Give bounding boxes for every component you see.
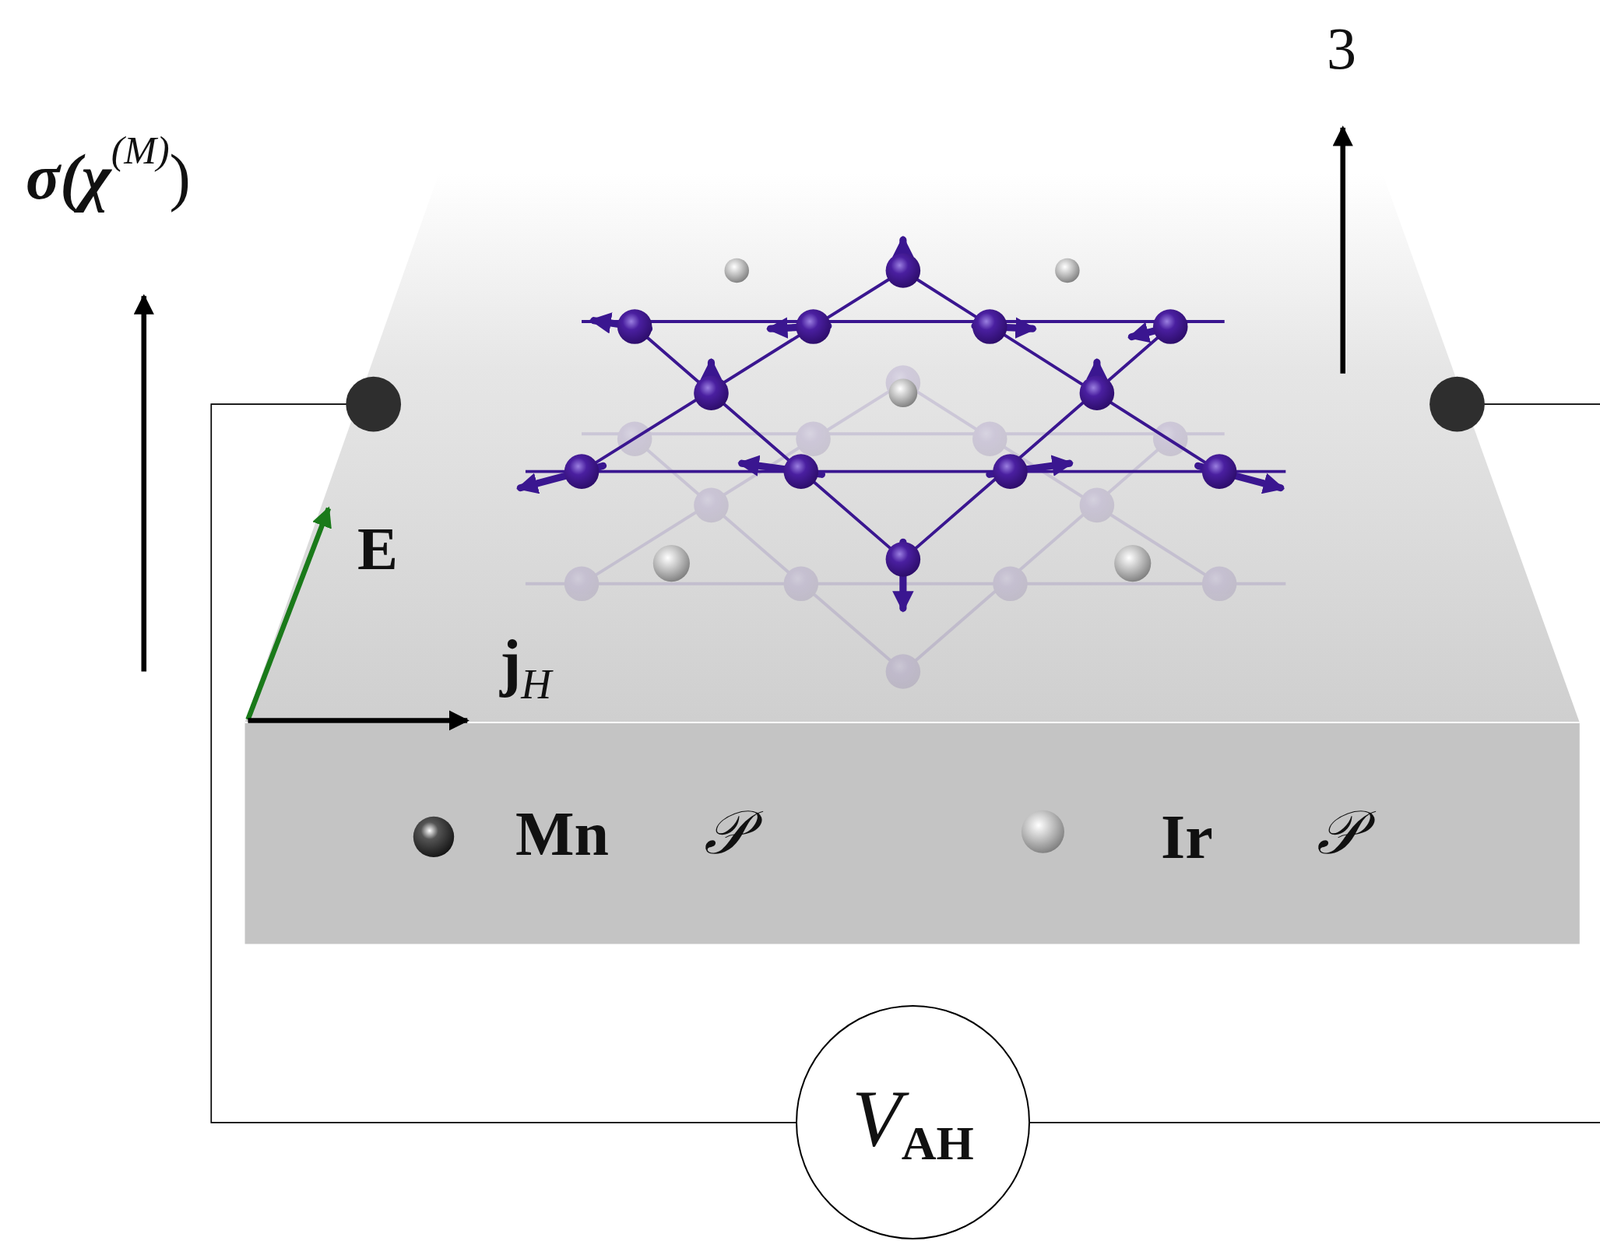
slab-top xyxy=(245,173,1580,723)
label-group: jH xyxy=(499,630,552,706)
mn-sample xyxy=(413,816,454,858)
voltage-subscript: AH xyxy=(901,1116,975,1170)
bond xyxy=(634,327,904,560)
voltmeter-circle: VAH xyxy=(795,1005,1031,1240)
math-label: σ(χ xyxy=(25,141,112,213)
math-label: E xyxy=(357,514,398,583)
bond xyxy=(581,432,1225,436)
bond xyxy=(903,383,1220,584)
contact xyxy=(345,376,401,433)
mn-atom xyxy=(972,421,1008,457)
bond xyxy=(903,270,1220,472)
label-group: E xyxy=(357,518,398,580)
math-label: 3 xyxy=(1326,15,1357,81)
ir-atom xyxy=(724,258,750,283)
label-group: 3 xyxy=(1326,18,1357,78)
label-group: 𝒫 xyxy=(1316,802,1361,864)
voltage-symbol: V xyxy=(851,1072,902,1163)
bond xyxy=(581,320,1225,324)
label-group: 𝒫 xyxy=(703,802,748,864)
bond xyxy=(634,439,904,672)
ir-atom xyxy=(1114,545,1151,582)
label-group: Mn xyxy=(515,802,609,866)
mn-atom xyxy=(564,453,600,489)
bond xyxy=(581,270,904,472)
mn-atom xyxy=(1079,375,1115,411)
mn-atom xyxy=(784,453,820,489)
contact xyxy=(1429,376,1485,433)
sigma-arrow xyxy=(141,295,148,672)
slab-front xyxy=(245,722,1580,944)
mn-atom xyxy=(972,309,1008,345)
mn-atom xyxy=(795,309,831,345)
mn-atom xyxy=(795,421,831,457)
current-arrow xyxy=(247,717,468,724)
legend-text: Ir xyxy=(1160,802,1214,872)
mn-atom xyxy=(992,566,1028,602)
wire xyxy=(210,404,799,1123)
math-label: 𝒫 xyxy=(703,798,748,867)
mn-atom xyxy=(1153,309,1189,345)
math-label: 𝒫 xyxy=(1316,798,1361,867)
mn-atom xyxy=(886,654,922,690)
axis-arrow xyxy=(1339,127,1346,374)
bond xyxy=(525,470,1286,474)
mn-atom xyxy=(992,453,1028,489)
math-label: j xyxy=(499,626,521,698)
lower-lattice xyxy=(525,365,1286,689)
mn-atom xyxy=(617,309,653,345)
math-label: H xyxy=(520,661,552,708)
math-label: ) xyxy=(169,141,191,213)
label-group: σ(χ(M)) xyxy=(25,130,191,210)
legend-text: Mn xyxy=(515,799,609,869)
mn-atom xyxy=(1202,453,1238,489)
mn-atom xyxy=(886,541,922,577)
kagome-lattice xyxy=(520,239,1286,609)
mn-atom xyxy=(1202,566,1238,602)
ir-atom xyxy=(1054,258,1080,283)
wire xyxy=(1028,1121,1600,1124)
ir-sample xyxy=(1021,810,1065,854)
ir-atom xyxy=(653,545,690,582)
ir-atom xyxy=(889,378,918,408)
field-arrow xyxy=(247,508,329,720)
mn-atom xyxy=(693,488,729,524)
math-label: (M) xyxy=(111,128,170,173)
label-group: Ir xyxy=(1160,805,1214,869)
bond xyxy=(581,383,904,584)
bond xyxy=(903,439,1171,672)
mn-atom xyxy=(784,566,820,602)
bond xyxy=(903,327,1171,560)
mn-atom xyxy=(886,253,922,289)
mn-atom xyxy=(1079,488,1115,524)
mn-atom xyxy=(693,375,729,411)
mn-atom xyxy=(564,566,600,602)
